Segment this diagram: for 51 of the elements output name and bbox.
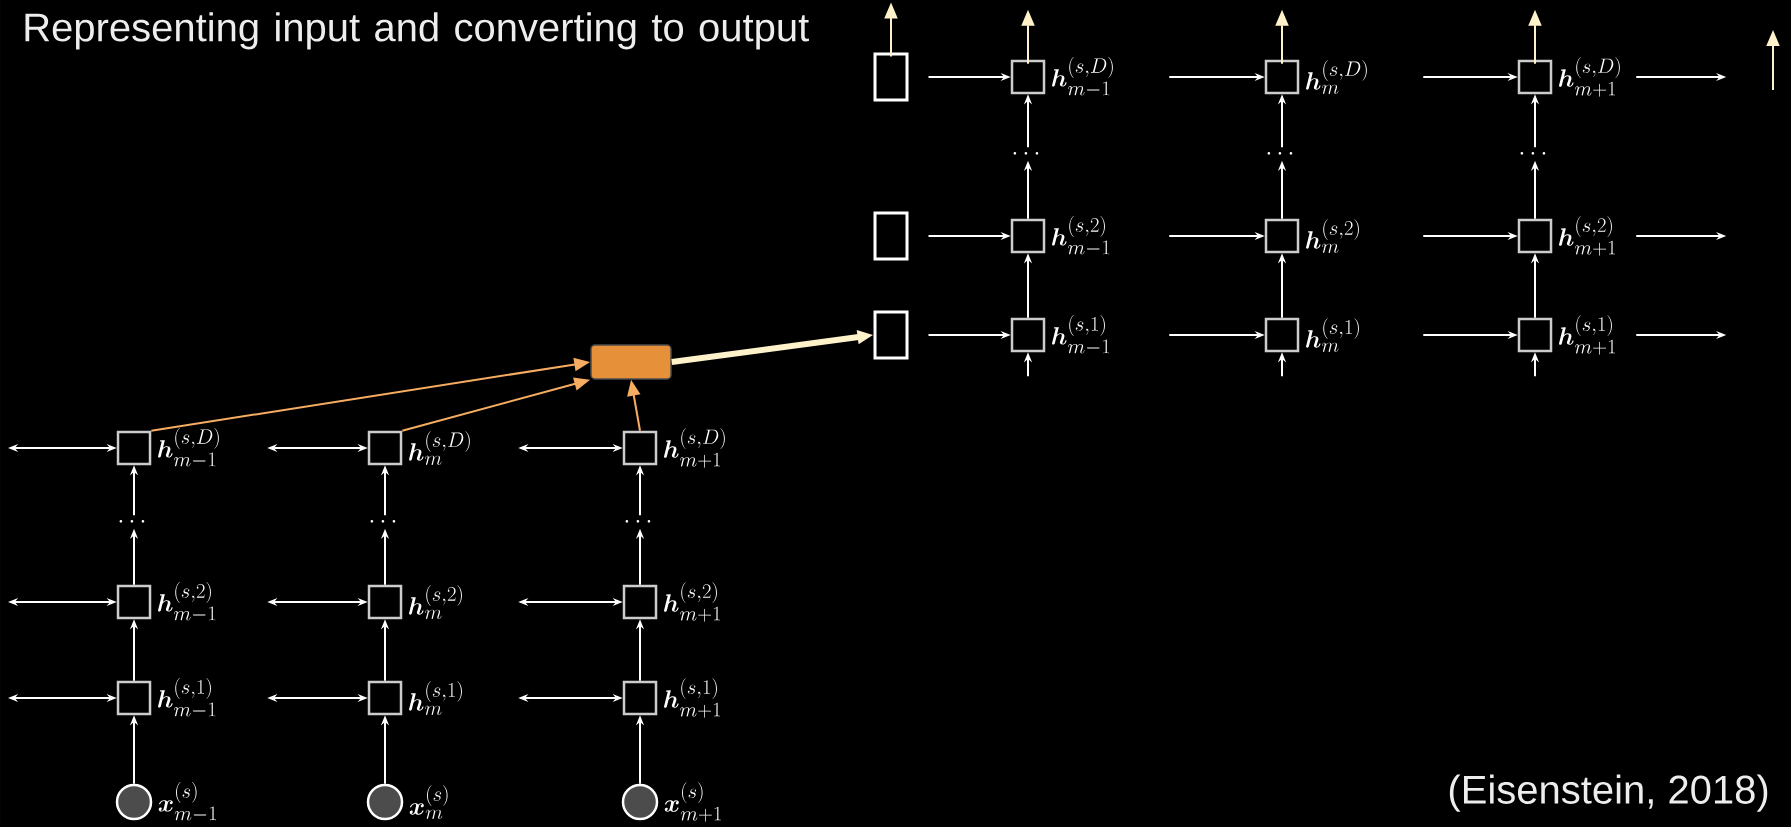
- state-box: $\boldsymbol{h}_{m-1}^{(s,D)}$: [1010, 57, 1113, 96]
- state-box: $\boldsymbol{h}_{m-1}^{(s,2)}$: [1010, 216, 1110, 255]
- node-label: $\boldsymbol{h}_{m+1}^{(s,2)}$: [1559, 216, 1616, 256]
- state-box: $\boldsymbol{h}_{m+1}^{(s,2)}$: [1517, 216, 1616, 256]
- node-label: $\boldsymbol{h}_{m-1}^{(s,1)}$: [1052, 315, 1110, 354]
- state-box: $\boldsymbol{h}_{m-1}^{(s,1)}$: [116, 678, 216, 717]
- node-label: $\boldsymbol{x}_{m+1}^{(s)}$: [664, 782, 721, 822]
- node-label: $\boldsymbol{x}_{m-1}^{(s)}$: [158, 782, 217, 821]
- combiner-box: [590, 344, 672, 380]
- ellipsis: $\cdots$: [370, 520, 396, 523]
- ellipsis: $\cdots$: [1013, 152, 1039, 155]
- state-box: $\boldsymbol{h}_{m+1}^{(s,D)}$: [1517, 57, 1620, 97]
- state-box: $\boldsymbol{h}_{m+1}^{(s,2)}$: [622, 582, 721, 622]
- node-label: $\boldsymbol{h}_{m-1}^{(s,2)}$: [1052, 216, 1110, 255]
- ellipsis: $\cdots$: [1267, 152, 1293, 155]
- title: Representing input and converting to output: [25, 12, 809, 50]
- node-label: $\boldsymbol{h}_{m-1}^{(s,D)}$: [158, 428, 219, 467]
- node-label: $\boldsymbol{h}_{m-1}^{(s,1)}$: [158, 678, 216, 717]
- node-label: $\boldsymbol{h}_{m}^{(s,2)}$: [1306, 219, 1359, 254]
- state-box: $\boldsymbol{h}_{m}^{(s,2)}$: [1264, 218, 1359, 254]
- state-box: $\boldsymbol{h}_{m+1}^{(s,1)}$: [1517, 315, 1616, 355]
- state-box: $\boldsymbol{h}_{m}^{(s,D)}$: [367, 430, 470, 466]
- node-label: $\boldsymbol{h}_{m-1}^{(s,2)}$: [158, 582, 216, 621]
- state-box: $\boldsymbol{h}_{m}^{(s,2)}$: [367, 584, 462, 620]
- state-box: $\boldsymbol{h}_{m}^{(s,1)}$: [1264, 317, 1359, 353]
- state-box: $\boldsymbol{h}_{m+1}^{(s,D)}$: [622, 428, 725, 468]
- state-box: $\boldsymbol{h}_{m-1}^{(s,1)}$: [1010, 315, 1110, 354]
- node-label: $\boldsymbol{h}_{m+1}^{(s,1)}$: [1559, 315, 1616, 355]
- node-label: $\boldsymbol{h}_{m+1}^{(s,2)}$: [664, 582, 721, 622]
- node-label: $\boldsymbol{h}_{m+1}^{(s,1)}$: [664, 678, 721, 718]
- node-label: $\boldsymbol{x}_{m}^{(s)}$: [409, 785, 448, 820]
- ellipsis: $\cdots$: [119, 520, 145, 523]
- state-box: $\boldsymbol{h}_{m}^{(s,1)}$: [367, 680, 462, 716]
- state-box: [873, 52, 909, 102]
- state-box: [873, 211, 909, 261]
- node-label: $\boldsymbol{h}_{m}^{(s,D)}$: [1306, 60, 1367, 95]
- citation: (Eisenstein, 2018): [1449, 774, 1768, 812]
- state-box: $\boldsymbol{h}_{m-1}^{(s,2)}$: [116, 582, 216, 621]
- node-label: $\boldsymbol{h}_{m}^{(s,1)}$: [1306, 318, 1359, 353]
- ellipsis: $\cdots$: [1520, 152, 1546, 155]
- state-box: $\boldsymbol{h}_{m-1}^{(s,D)}$: [116, 428, 219, 467]
- state-box: [873, 310, 909, 360]
- node-label: $\boldsymbol{h}_{m}^{(s,1)}$: [409, 681, 462, 716]
- state-box: $\boldsymbol{h}_{m}^{(s,D)}$: [1264, 59, 1367, 95]
- node-label: $\boldsymbol{h}_{m+1}^{(s,D)}$: [664, 428, 725, 468]
- node-label: $\boldsymbol{h}_{m-1}^{(s,D)}$: [1052, 57, 1113, 96]
- node-label: $\boldsymbol{h}_{m}^{(s,D)}$: [409, 431, 470, 466]
- ellipsis: $\cdots$: [625, 520, 651, 523]
- state-box: $\boldsymbol{h}_{m+1}^{(s,1)}$: [622, 678, 721, 718]
- node-label: $\boldsymbol{h}_{m}^{(s,2)}$: [409, 585, 462, 620]
- node-label: $\boldsymbol{h}_{m+1}^{(s,D)}$: [1559, 57, 1620, 97]
